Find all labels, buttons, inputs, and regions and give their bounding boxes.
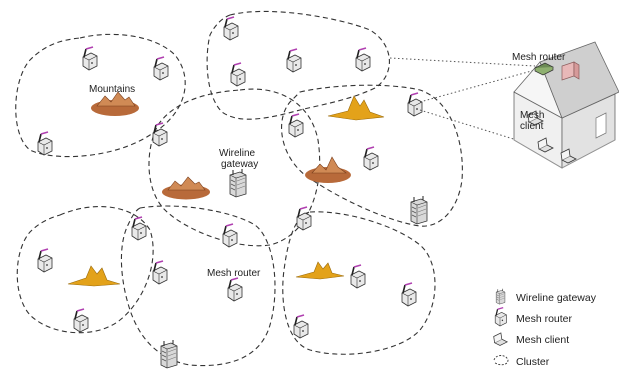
wireline-gateway-icon bbox=[410, 195, 428, 225]
label-house-mesh-client-line1: Mesh bbox=[520, 110, 544, 121]
house bbox=[513, 41, 619, 169]
mesh-router-icon bbox=[223, 16, 239, 41]
mountain-brown-top-left bbox=[91, 91, 139, 116]
house-mesh-router-icon bbox=[534, 62, 554, 76]
legend-label: Mesh router bbox=[516, 313, 573, 325]
legend: Wireline gateway Mesh router Mesh client… bbox=[493, 288, 597, 368]
mesh-router-icon bbox=[152, 122, 168, 147]
mesh-router-icon bbox=[73, 308, 89, 333]
cluster-bottom-left bbox=[16, 206, 154, 334]
mesh-router-icon bbox=[296, 206, 312, 231]
wireline-gateway-icon bbox=[160, 339, 178, 369]
mesh-router-icon bbox=[494, 306, 508, 327]
mountain-brown-center bbox=[162, 176, 210, 200]
legend-label: Cluster bbox=[516, 356, 550, 368]
label-mesh-router-center: Mesh router bbox=[207, 268, 261, 279]
link-bottom bbox=[419, 109, 566, 156]
label-house-mesh-client-line2: client bbox=[520, 121, 544, 132]
link-top bbox=[389, 57, 536, 67]
cluster-icon bbox=[493, 355, 509, 366]
mountain-brown-right bbox=[305, 156, 351, 183]
mesh-router-icon bbox=[355, 47, 371, 72]
mesh-router-icon bbox=[152, 260, 168, 285]
cluster-right bbox=[281, 84, 463, 227]
mesh-router-icon bbox=[407, 92, 423, 117]
cluster-center bbox=[148, 88, 321, 247]
wireline-gateways bbox=[160, 168, 428, 369]
legend-label: Mesh client bbox=[516, 334, 569, 346]
legend-item-cluster: Cluster bbox=[493, 355, 550, 368]
mesh-router-icon bbox=[363, 146, 379, 171]
mountain-orange-top-right bbox=[327, 95, 385, 121]
label-mountains: Mountains bbox=[89, 84, 135, 95]
mesh-router-icon bbox=[230, 62, 246, 87]
mesh-client-icon bbox=[493, 332, 508, 346]
cluster-top-left bbox=[15, 33, 186, 158]
wireline-gateway-icon bbox=[495, 288, 506, 305]
mesh-router-icon bbox=[82, 46, 98, 71]
mesh-router-icon bbox=[222, 223, 238, 248]
cluster-bottom-center bbox=[120, 205, 276, 367]
mesh-router-icon bbox=[227, 277, 243, 302]
legend-item-wireline-gateway: Wireline gateway bbox=[495, 288, 597, 305]
mesh-router-icon bbox=[288, 113, 304, 138]
wireline-gateway-icon bbox=[229, 168, 247, 198]
cluster-bottom-right bbox=[282, 211, 436, 355]
legend-label: Wireline gateway bbox=[516, 292, 597, 304]
label-house-mesh-router: Mesh router bbox=[512, 52, 566, 63]
mesh-router-icon bbox=[286, 48, 302, 73]
mesh-router-icon bbox=[37, 248, 53, 273]
mountain-orange-bottom-left bbox=[67, 265, 121, 287]
mesh-router-icon bbox=[153, 56, 169, 81]
mesh-router-icon bbox=[401, 282, 417, 307]
mesh-router-icon bbox=[131, 216, 147, 241]
legend-item-mesh-router: Mesh router bbox=[494, 306, 573, 327]
label-wireline-gateway-line2: gateway bbox=[221, 159, 258, 170]
mesh-router-icon bbox=[350, 264, 366, 289]
legend-item-mesh-client: Mesh client bbox=[493, 332, 569, 346]
mountain-orange-bottom-right bbox=[295, 261, 345, 280]
mesh-router-icon bbox=[293, 314, 309, 339]
cluster-top-center bbox=[206, 10, 390, 120]
mountains bbox=[67, 91, 385, 287]
clusters bbox=[15, 10, 463, 367]
mesh-router-icon bbox=[37, 131, 53, 156]
label-wireline-gateway-line1: Wireline bbox=[219, 148, 256, 159]
